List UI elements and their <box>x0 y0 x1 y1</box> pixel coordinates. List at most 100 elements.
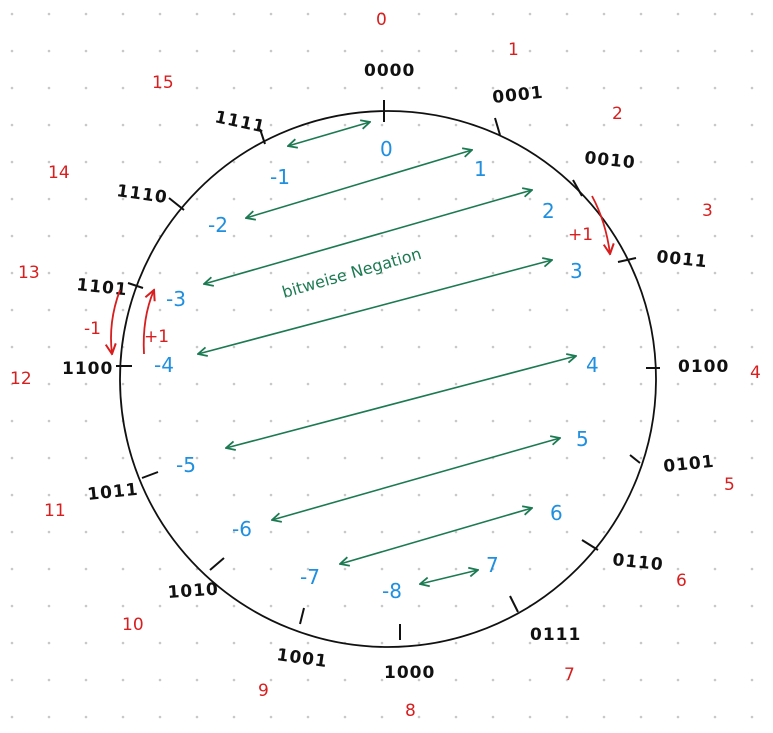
tick-0111 <box>509 595 519 613</box>
grid-dot <box>269 345 273 349</box>
grid-dot <box>380 456 384 460</box>
grid-dot <box>454 604 458 608</box>
grid-dot <box>306 271 310 275</box>
grid-dot <box>158 12 162 16</box>
grid-dot <box>269 678 273 682</box>
grid-dot <box>195 234 199 238</box>
grid-dot <box>491 123 495 127</box>
grid-dot <box>47 530 51 534</box>
grid-dot <box>676 604 680 608</box>
grid-dot <box>602 715 606 719</box>
step-label-left-minus: -1 <box>84 319 101 339</box>
grid-dot <box>343 678 347 682</box>
grid-dot <box>306 715 310 719</box>
grid-dot <box>454 419 458 423</box>
grid-dot <box>417 345 421 349</box>
grid-dot <box>306 308 310 312</box>
grid-dot <box>417 234 421 238</box>
grid-dot <box>47 715 51 719</box>
grid-dot <box>10 567 14 571</box>
tick-0010 <box>572 179 583 197</box>
grid-dot <box>713 567 717 571</box>
value-3: 3 <box>570 259 583 283</box>
grid-dot <box>84 567 88 571</box>
grid-dot <box>158 530 162 534</box>
grid-dot <box>121 49 125 53</box>
grid-dot <box>269 271 273 275</box>
grid-dot <box>306 419 310 423</box>
step-label-right-plus: +1 <box>568 225 593 245</box>
grid-dot <box>10 382 14 386</box>
grid-dot <box>232 641 236 645</box>
grid-dot <box>454 271 458 275</box>
tick-1101 <box>127 282 144 289</box>
grid-dot <box>565 12 569 16</box>
grid-dot <box>565 715 569 719</box>
grid-dot <box>232 456 236 460</box>
grid-dot <box>639 86 643 90</box>
grid-dot <box>750 49 754 53</box>
grid-dot <box>343 160 347 164</box>
binary-label-1101: 1101 <box>75 275 128 300</box>
grid-dot <box>713 678 717 682</box>
value-1: 1 <box>474 157 487 181</box>
grid-dot <box>454 567 458 571</box>
grid-dot <box>750 12 754 16</box>
grid-dot <box>158 308 162 312</box>
grid-dot <box>10 715 14 719</box>
grid-dot <box>47 271 51 275</box>
grid-dot <box>750 419 754 423</box>
grid-dot <box>602 493 606 497</box>
grid-dot <box>639 49 643 53</box>
grid-dot <box>195 123 199 127</box>
grid-dot <box>121 456 125 460</box>
tick-1011 <box>141 471 159 479</box>
grid-dot <box>528 123 532 127</box>
grid-dot <box>84 49 88 53</box>
grid-dot <box>269 234 273 238</box>
grid-dot <box>158 271 162 275</box>
grid-dot <box>565 530 569 534</box>
grid-dot <box>454 715 458 719</box>
index-label-15: 15 <box>152 73 174 93</box>
grid-dot <box>676 345 680 349</box>
grid-dot <box>565 49 569 53</box>
grid-dot <box>639 345 643 349</box>
grid-dot <box>417 493 421 497</box>
grid-dot <box>454 678 458 682</box>
grid-dot <box>269 493 273 497</box>
grid-dot <box>306 456 310 460</box>
tick-1010 <box>209 557 225 571</box>
grid-dot <box>750 567 754 571</box>
value-minus-8: -8 <box>382 579 402 603</box>
grid-dot <box>306 567 310 571</box>
grid-dot <box>121 604 125 608</box>
grid-dot <box>195 160 199 164</box>
grid-dot <box>343 49 347 53</box>
grid-dot <box>639 715 643 719</box>
grid-dot <box>121 160 125 164</box>
grid-dot <box>380 160 384 164</box>
grid-dot <box>380 197 384 201</box>
grid-dot <box>639 493 643 497</box>
value-4: 4 <box>586 353 599 377</box>
grid-dot <box>84 419 88 423</box>
grid-dot <box>269 419 273 423</box>
grid-dot <box>528 530 532 534</box>
grid-dot <box>195 678 199 682</box>
grid-dot <box>713 604 717 608</box>
grid-dot <box>232 567 236 571</box>
grid-dot <box>602 419 606 423</box>
grid-dot <box>639 271 643 275</box>
index-label-9: 9 <box>258 681 269 701</box>
grid-dot <box>454 49 458 53</box>
index-labels: 0 1 2 3 4 5 6 7 8 9 10 11 12 13 14 15 <box>10 10 761 721</box>
grid-dot <box>713 160 717 164</box>
value-minus-2: -2 <box>208 213 228 237</box>
grid-dot <box>417 715 421 719</box>
grid-dot <box>10 12 14 16</box>
grid-dot <box>491 308 495 312</box>
grid-dot <box>269 641 273 645</box>
index-label-4: 4 <box>750 363 761 383</box>
